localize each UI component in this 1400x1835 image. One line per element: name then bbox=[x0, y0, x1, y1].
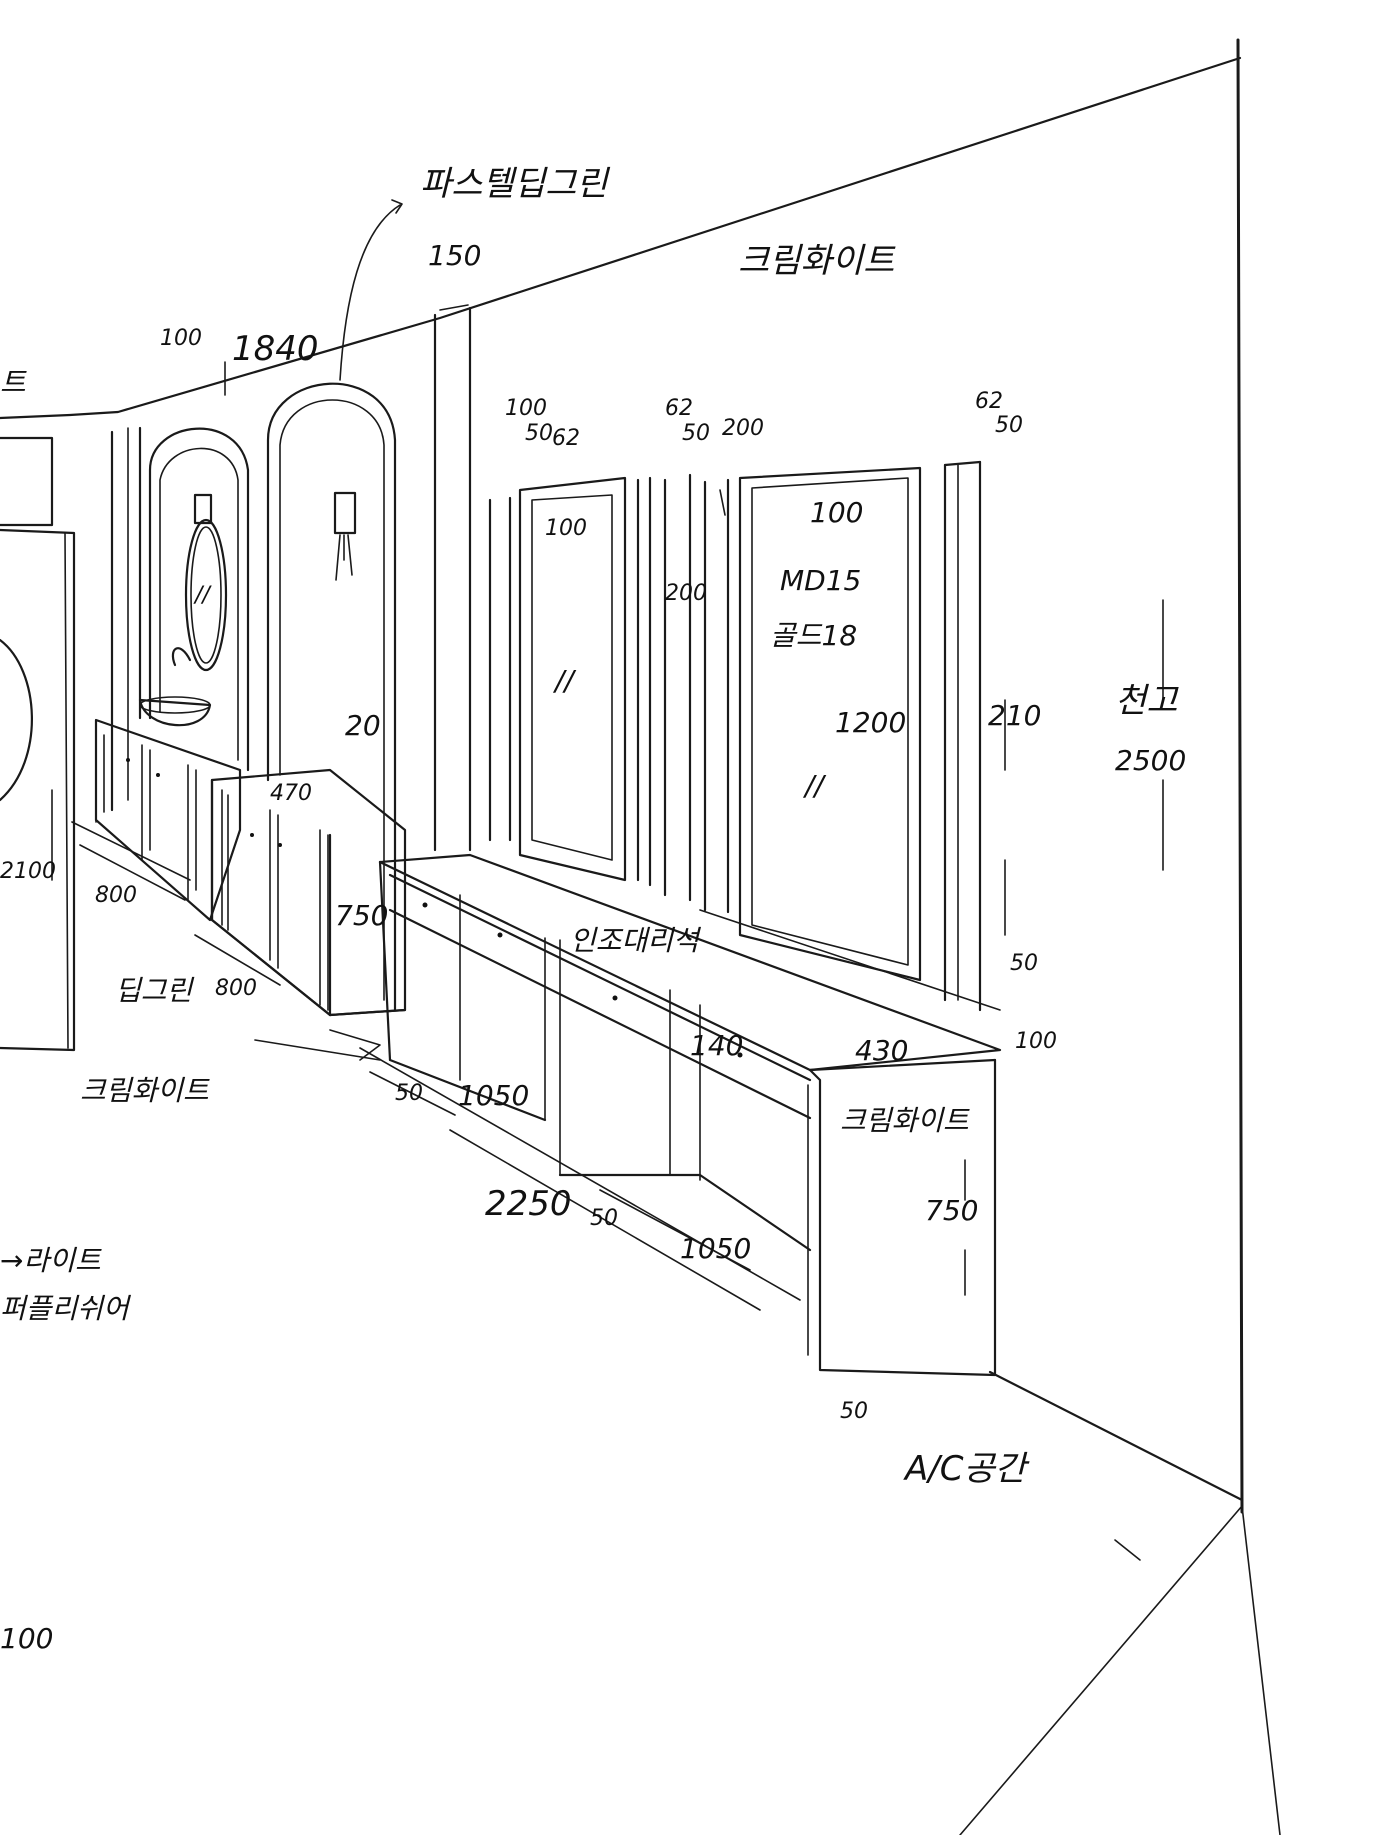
mirror-spec-1: MD15 bbox=[780, 564, 861, 597]
room-outline bbox=[0, 38, 1281, 1835]
dim-mirror-height: 1200 bbox=[835, 706, 906, 739]
dim-arch-offset: 100 bbox=[160, 326, 202, 351]
sheet-label: 퍼플리쉬어 bbox=[0, 1292, 132, 1325]
dim-desk-section1: 1050 bbox=[458, 1079, 529, 1112]
arch-wall bbox=[110, 382, 397, 1012]
dim-vanity2-depth: 470 bbox=[270, 781, 312, 806]
light-label: →라이트 bbox=[0, 1244, 102, 1277]
dim-desk-start: 50 bbox=[395, 1081, 423, 1106]
dim-frame-left-top: 100 bbox=[505, 396, 547, 421]
dim-vanity1-width: 800 bbox=[95, 883, 137, 908]
dim-mirror-left-top: 100 bbox=[545, 516, 587, 541]
desk-cabinet-finish: 크림화이트 bbox=[840, 1104, 970, 1137]
labels: 파스텔딥그린 크림화이트 천고 2500 100 1840 150 100 50… bbox=[0, 164, 1186, 1655]
dim-frame-side-200: 200 bbox=[665, 581, 707, 606]
deep-green-abbrev: 딥그린 bbox=[115, 974, 195, 1007]
ceiling-height-label: 천고 bbox=[1115, 681, 1179, 721]
dim-desk-mid-gap: 50 bbox=[590, 1206, 618, 1231]
dim-vanity2-height: 750 bbox=[335, 899, 388, 932]
oval-mirror-mark: // bbox=[193, 583, 212, 608]
mirror-frames bbox=[488, 460, 1001, 1012]
dim-right-offset-100: 100 bbox=[1015, 1029, 1057, 1054]
arch-wall-finish-label: 파스텔딥그린 bbox=[420, 164, 610, 204]
dim-pilaster-width: 150 bbox=[428, 239, 481, 272]
vanity-cabinets bbox=[94, 718, 407, 1061]
dim-left-wall-height: 2100 bbox=[0, 859, 56, 884]
ac-space-label: A/C공간 bbox=[903, 1449, 1030, 1489]
dim-frame-mid-62: 62 bbox=[665, 396, 693, 421]
dim-vanity2-width: 800 bbox=[215, 976, 257, 1001]
dim-desk-end-50: 50 bbox=[840, 1399, 868, 1424]
dim-desk-height-140: 140 bbox=[690, 1029, 743, 1062]
dim-desk-total: 2250 bbox=[485, 1184, 572, 1224]
ceiling-height-value: 2500 bbox=[1115, 744, 1186, 777]
dim-frame-mid-200: 200 bbox=[722, 416, 764, 441]
dim-frame-right-50: 50 bbox=[995, 413, 1023, 438]
wall-finish-label: 크림화이트 bbox=[738, 241, 896, 281]
dim-desk-section2: 1050 bbox=[680, 1232, 751, 1265]
pilaster bbox=[433, 304, 472, 852]
left-cabinet-finish: 크림화이트 bbox=[80, 1074, 210, 1107]
dim-frame-mid-50: 50 bbox=[682, 421, 710, 446]
dim-bottom-left-100: 100 bbox=[0, 1622, 53, 1655]
left-edge-text: 트 bbox=[0, 366, 27, 399]
dim-desk-depth: 430 bbox=[855, 1034, 908, 1067]
dim-frame-right-62: 62 bbox=[975, 389, 1003, 414]
dim-frame-left-62: 62 bbox=[552, 426, 580, 451]
dim-frame-left-50: 50 bbox=[525, 421, 553, 446]
dim-gap-20: 20 bbox=[345, 709, 381, 742]
desk-unit bbox=[378, 853, 1002, 1377]
mirror-spec-2: 골드18 bbox=[770, 619, 857, 652]
countertop-label: 인조대리석 bbox=[570, 924, 702, 957]
dim-mirror-right-top: 100 bbox=[810, 496, 863, 529]
dim-right-strip-depth: 210 bbox=[988, 699, 1041, 732]
left-wall bbox=[0, 436, 76, 1052]
dim-right-offset-50: 50 bbox=[1010, 951, 1038, 976]
dim-arch-wall-width: 1840 bbox=[232, 329, 319, 369]
mirror-mark-left: // bbox=[552, 664, 576, 697]
mirror-mark-right: // bbox=[802, 769, 826, 802]
dimension-lines bbox=[79, 199, 1164, 1561]
dim-desk-cabinet-height: 750 bbox=[925, 1194, 978, 1227]
